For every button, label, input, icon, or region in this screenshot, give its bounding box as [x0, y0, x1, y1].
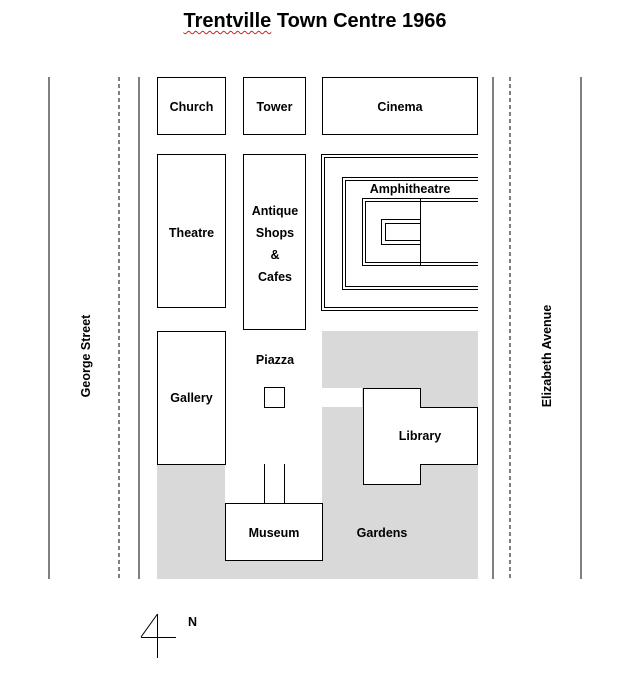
museum-path	[265, 464, 284, 503]
map-title-rest: Town Centre 1966	[271, 10, 447, 32]
amphitheatre-building	[321, 154, 478, 311]
cinema-building	[322, 77, 478, 135]
library-label: Library	[399, 429, 441, 443]
antique-shops-label-line-2: Shops	[256, 226, 294, 240]
tower-label: Tower	[257, 100, 293, 114]
george-street-label: George Street	[79, 314, 93, 398]
gallery-building	[157, 331, 226, 465]
map-title-town: Trentville	[183, 10, 272, 32]
gardens-label: Gardens	[357, 526, 408, 540]
museum-building	[225, 503, 323, 561]
church-label: Church	[170, 100, 214, 114]
piazza-monument	[264, 387, 285, 408]
tower-building	[243, 77, 306, 135]
antique-shops-label-line-3: &	[270, 248, 279, 262]
map-title: Trentville Town Centre 1966	[0, 10, 630, 33]
theatre-label: Theatre	[169, 226, 214, 240]
library-building	[363, 388, 478, 485]
museum-label: Museum	[249, 526, 300, 540]
cinema-label: Cinema	[377, 100, 423, 114]
church-building	[157, 77, 226, 135]
antique-shops-label-line-1: Antique	[252, 204, 299, 218]
north-label: N	[188, 615, 197, 629]
piazza-label: Piazza	[256, 353, 295, 367]
north-arrow-icon	[140, 613, 176, 658]
antique-shops-building	[243, 154, 306, 330]
elizabeth-avenue-label: Elizabeth Avenue	[540, 305, 554, 408]
gallery-label: Gallery	[170, 391, 212, 405]
amphitheatre-label: Amphitheatre	[370, 182, 451, 196]
theatre-building	[157, 154, 226, 308]
antique-shops-label-line-4: Cafes	[258, 270, 292, 284]
